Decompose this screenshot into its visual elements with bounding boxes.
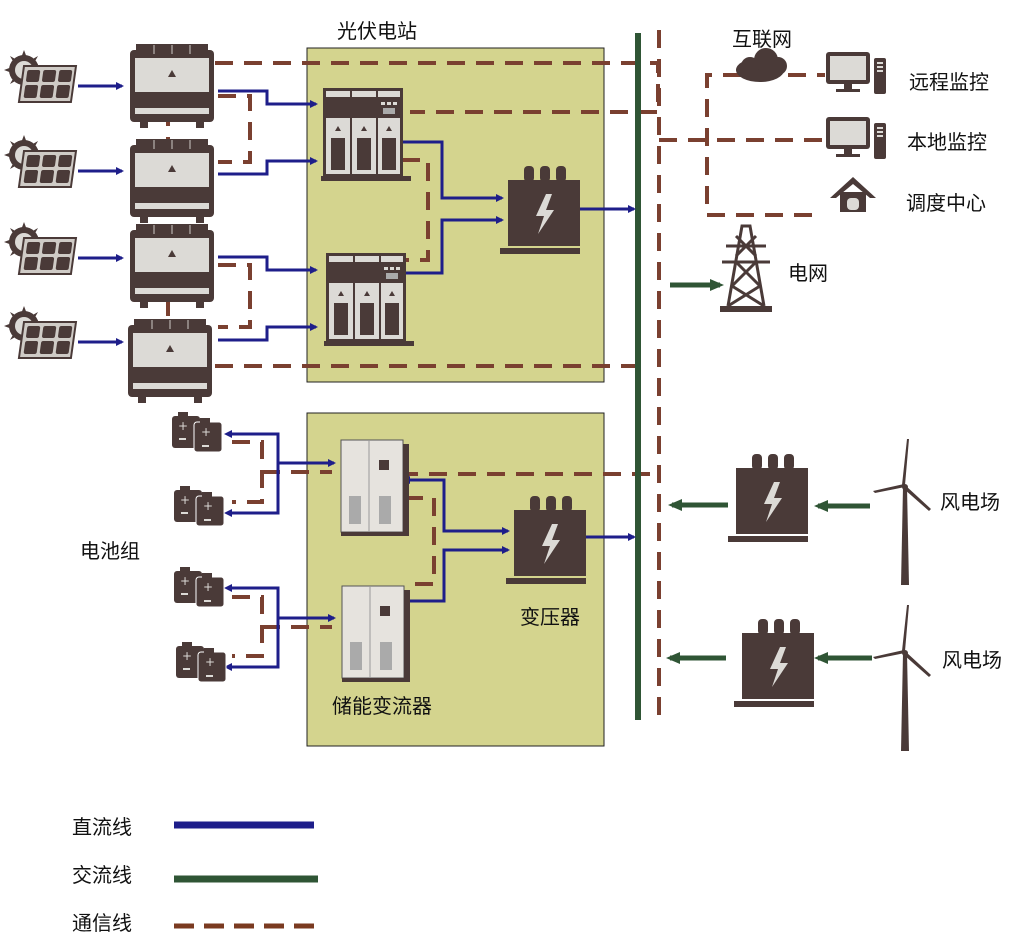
transformer-icon <box>734 619 814 707</box>
legend-dc-label: 直流线 <box>72 815 132 839</box>
remote-monitor-computer-icon <box>826 52 886 94</box>
wind-turbine-icon <box>873 605 931 751</box>
battery-icon <box>173 566 225 608</box>
dc-lines <box>78 82 636 671</box>
inverter-icon <box>324 253 414 346</box>
power-tower-icon <box>718 224 774 314</box>
solar-panel-icon <box>3 134 77 188</box>
wind-turbine-icon <box>873 439 931 585</box>
legend-ac-label: 交流线 <box>72 863 132 887</box>
combiner-box-icon <box>129 43 215 129</box>
solar-panel-icon <box>3 49 77 103</box>
combiner-box-icon <box>129 223 215 309</box>
combiner-box-icon <box>127 318 213 404</box>
pv-station-label: 光伏电站 <box>337 19 417 43</box>
battery-group-label: 电池组 <box>80 539 140 563</box>
pcs-label: 储能变流器 <box>332 694 432 718</box>
dispatch-center-house-icon <box>830 177 876 212</box>
ac-arrows <box>666 279 872 664</box>
cloud-icon <box>736 48 787 82</box>
legend: 直流线 交流线 通信线 <box>72 815 318 935</box>
inverter-icon <box>321 88 411 181</box>
battery-icon <box>175 641 227 683</box>
wind-farm-label-2: 风电场 <box>942 648 1002 672</box>
solar-panel-icon <box>3 221 77 275</box>
local-monitor-computer-icon <box>826 117 886 159</box>
transformer-label: 变压器 <box>520 605 580 629</box>
grid-label: 电网 <box>788 261 828 285</box>
pcs-cabinet-icon <box>341 585 411 683</box>
battery-icon <box>173 485 225 527</box>
remote-monitor-label: 远程监控 <box>909 70 989 94</box>
wind-farm-label-1: 风电场 <box>940 490 1000 514</box>
dispatch-center-label: 调度中心 <box>906 191 986 215</box>
solar-panel-icon <box>3 305 77 359</box>
combiner-box-icon <box>129 138 215 224</box>
transformer-icon <box>728 454 808 542</box>
pcs-cabinet-icon <box>340 439 410 537</box>
internet-label: 互联网 <box>732 27 792 51</box>
legend-comm-label: 通信线 <box>72 911 132 935</box>
local-monitor-label: 本地监控 <box>907 130 987 154</box>
battery-icon <box>171 411 223 453</box>
